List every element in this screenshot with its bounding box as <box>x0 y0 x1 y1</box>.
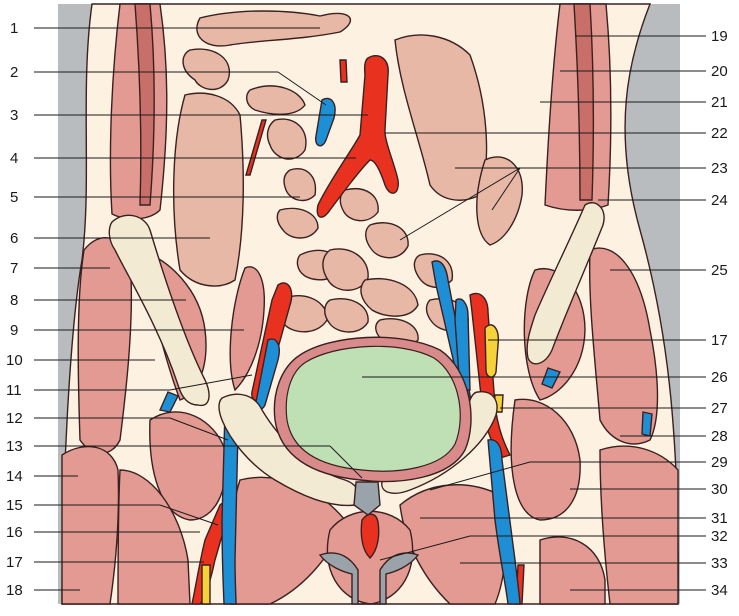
label-8: 8 <box>10 292 18 309</box>
label-19: 19 <box>711 28 728 45</box>
label-26: 26 <box>711 369 728 386</box>
label-11: 11 <box>6 382 22 399</box>
label-12: 12 <box>6 410 23 427</box>
label-10: 10 <box>6 352 23 369</box>
label-27: 27 <box>711 400 728 417</box>
right-lateral-vein <box>642 412 652 436</box>
label-30: 30 <box>711 481 728 498</box>
label-15: 15 <box>6 497 23 514</box>
label-21: 21 <box>711 94 728 111</box>
label-23: 23 <box>711 160 728 177</box>
right-thigh-muscle <box>600 446 678 604</box>
label-5: 5 <box>10 189 18 206</box>
label-22: 22 <box>711 125 728 142</box>
label-33: 33 <box>711 555 728 572</box>
bladder <box>286 346 460 471</box>
label-14: 14 <box>6 468 23 485</box>
left-thigh-muscle <box>62 447 118 604</box>
label-32: 32 <box>711 528 728 545</box>
label-1: 1 <box>10 20 18 37</box>
label-3: 3 <box>10 107 18 124</box>
label-25: 25 <box>711 262 728 279</box>
label-7: 7 <box>10 260 18 277</box>
small-left-artery <box>340 60 347 82</box>
left-femoral-nerve <box>202 565 210 604</box>
descending-colon <box>174 93 244 286</box>
label-20: 20 <box>711 63 728 80</box>
label-28: 28 <box>711 428 728 445</box>
label-34: 34 <box>711 582 728 599</box>
label-4: 4 <box>10 150 18 167</box>
label-17-right: 17 <box>711 332 728 349</box>
right-femoral-nerve <box>485 325 498 377</box>
label-31: 31 <box>711 510 728 527</box>
label-2: 2 <box>10 64 18 81</box>
label-18: 18 <box>6 582 23 599</box>
label-6: 6 <box>10 230 18 247</box>
label-13: 13 <box>6 438 23 455</box>
label-29: 29 <box>711 454 728 471</box>
label-16: 16 <box>6 524 23 541</box>
right-labels: 19 20 21 22 23 24 25 17 26 27 28 29 30 3… <box>711 28 728 599</box>
label-17-left: 17 <box>6 554 23 571</box>
left-labels: 1 2 3 4 5 6 7 8 9 10 11 12 13 14 15 16 1… <box>6 20 23 599</box>
label-24: 24 <box>711 192 728 209</box>
label-9: 9 <box>10 322 18 339</box>
